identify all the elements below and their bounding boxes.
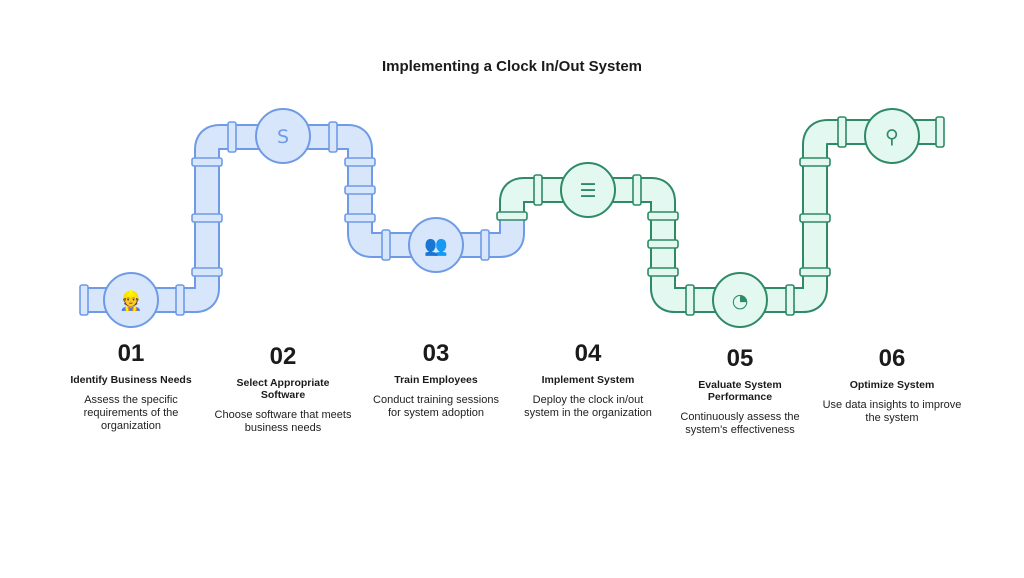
pipe-flange xyxy=(480,229,490,261)
pipe-flange xyxy=(632,174,642,206)
svg-text:◔: ◔ xyxy=(732,290,749,312)
step-description: Use data insights to improve the system xyxy=(822,399,962,424)
pipe-flange xyxy=(799,267,831,277)
pipe-flange xyxy=(935,116,945,148)
svg-text:☰: ☰ xyxy=(579,180,596,202)
pipe-flange xyxy=(647,211,679,221)
svg-text:👷: 👷 xyxy=(119,289,143,312)
step-number: 06 xyxy=(878,345,906,372)
blue-pipe xyxy=(85,124,525,313)
step-number: 02 xyxy=(269,343,297,370)
pipe-flange xyxy=(381,229,391,261)
page-title: Implementing a Clock In/Out System xyxy=(381,58,643,75)
green-pipe xyxy=(499,119,940,313)
step-number: 03 xyxy=(422,340,450,367)
svg-text:⚲: ⚲ xyxy=(885,126,899,148)
step-number: 04 xyxy=(574,340,602,367)
step-5: 05 Evaluate System Performance Continuou… xyxy=(670,345,810,437)
step-description: Continuously assess the system's effecti… xyxy=(680,411,800,436)
step-title: Train Employees xyxy=(394,374,478,386)
worker-clipboard-icon: 👷 xyxy=(103,272,159,328)
pipe-flange xyxy=(328,121,338,153)
pipe-flange xyxy=(344,157,376,167)
pipe-flange xyxy=(227,121,237,153)
pipe-flange xyxy=(785,284,795,316)
pipe-flange xyxy=(799,213,831,223)
pipe-flange xyxy=(799,157,831,167)
svg-text:S: S xyxy=(277,126,289,148)
step-description: Assess the specific requirements of the … xyxy=(83,394,179,432)
pipe-flanges xyxy=(79,116,945,316)
pipe-flange xyxy=(191,267,223,277)
sharepoint-icon: S xyxy=(255,108,311,164)
pipe-flange xyxy=(837,116,847,148)
step-nodes: 👷 S 👥 ☰ ◔ ⚲ xyxy=(103,108,920,328)
pipe-flange xyxy=(344,213,376,223)
step-2: 02 Select Appropriate Software Choose so… xyxy=(213,343,353,435)
step-title: Implement System xyxy=(541,374,635,386)
step-1: 01 Identify Business Needs Assess the sp… xyxy=(61,340,201,433)
step-description: Deploy the clock in/out system in the or… xyxy=(524,394,652,419)
step-title: Evaluate System Performance xyxy=(698,379,782,403)
pipe-flange xyxy=(191,157,223,167)
step-title: Select Appropriate Software xyxy=(236,377,330,401)
step-description: Choose software that meets business need… xyxy=(214,409,352,434)
pipe-flange xyxy=(175,284,185,316)
step-6: 06 Optimize System Use data insights to … xyxy=(822,345,962,425)
pipe-flange xyxy=(685,284,695,316)
pipe-flange xyxy=(344,185,376,195)
step-number: 01 xyxy=(117,340,145,367)
svg-text:👥: 👥 xyxy=(424,235,448,257)
pipe-flange xyxy=(533,174,543,206)
step-title: Optimize System xyxy=(849,379,935,391)
step-title: Identify Business Needs xyxy=(70,374,192,386)
pipe-flange xyxy=(79,284,89,316)
pipe-flange xyxy=(191,213,223,223)
step-description: Conduct training sessions for system ado… xyxy=(373,394,499,419)
server-clock-icon: ☰ xyxy=(560,162,616,218)
presentation-training-icon: 👥 xyxy=(408,217,464,273)
gauge-icon: ◔ xyxy=(712,272,768,328)
pipe-flange xyxy=(647,267,679,277)
step-4: 04 Implement System Deploy the clock in/… xyxy=(518,340,658,420)
funnel-network-icon: ⚲ xyxy=(864,108,920,164)
step-number: 05 xyxy=(726,345,754,372)
pipe-flange xyxy=(647,239,679,249)
step-3: 03 Train Employees Conduct training sess… xyxy=(366,340,506,420)
pipe-flange xyxy=(496,211,528,221)
